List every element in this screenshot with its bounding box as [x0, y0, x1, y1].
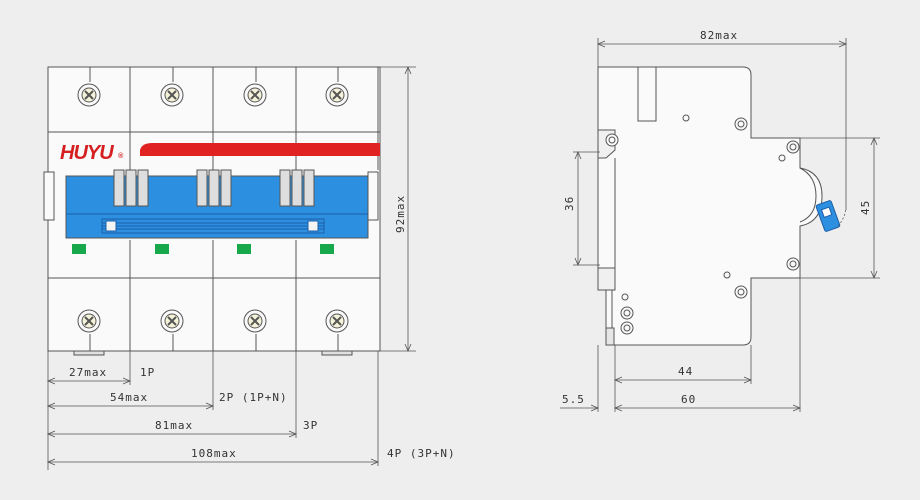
- depth-max-label: 82max: [700, 29, 738, 42]
- width-dimensions: [46, 351, 380, 470]
- brand-logo: HUYU: [60, 142, 114, 164]
- width-2p-value: 54max: [110, 391, 148, 404]
- toggle-handle: [815, 200, 841, 232]
- width-1p-label: 1P: [140, 366, 155, 379]
- width-1p-value: 27max: [69, 366, 107, 379]
- handle-bar: [65, 169, 369, 239]
- side-dimensions: [560, 38, 880, 412]
- side-view: [597, 66, 823, 346]
- width-4p-label: 4P (3P+N): [387, 447, 456, 460]
- side-body-outline: [597, 66, 823, 346]
- width-3p-label: 3P: [303, 419, 318, 432]
- rail-offset-label: 5.5: [562, 393, 585, 406]
- step-depth-label: 44: [678, 365, 693, 378]
- green-indicators: [72, 244, 334, 254]
- front-height-label: 45: [859, 200, 872, 215]
- width-4p-value: 108max: [191, 447, 237, 460]
- registered-mark: ®: [118, 152, 124, 160]
- body-depth-label: 60: [681, 393, 696, 406]
- width-3p-value: 81max: [155, 419, 193, 432]
- din-feet: [73, 350, 353, 356]
- red-stripe: [140, 143, 380, 156]
- rail-height-label: 36: [563, 196, 576, 211]
- width-2p-label: 2P (1P+N): [219, 391, 288, 404]
- height-dim-label: 92max: [394, 195, 407, 233]
- terminal-screws: [77, 83, 349, 333]
- height-dimension: [380, 65, 416, 353]
